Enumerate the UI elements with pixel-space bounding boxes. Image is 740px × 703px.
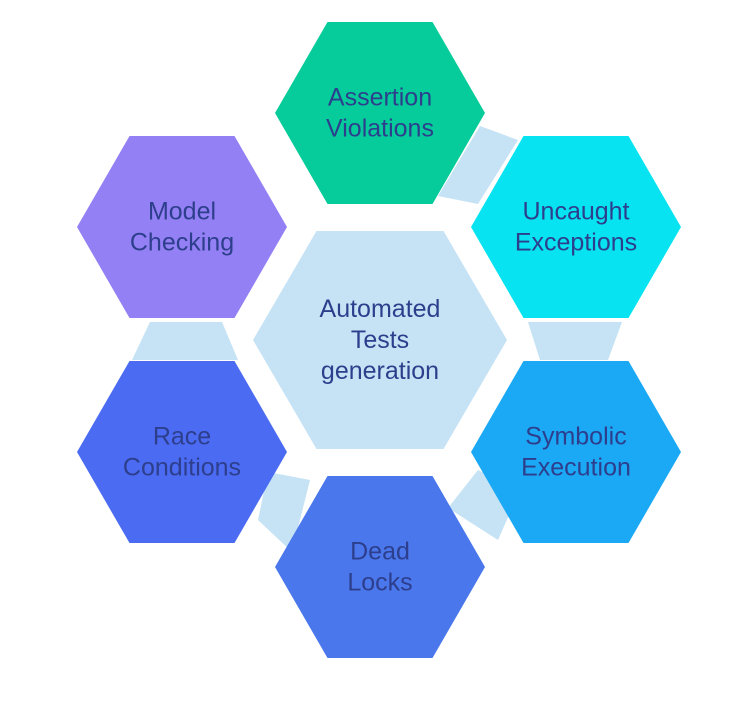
symbolic-execution-hexagon [471,361,681,543]
assertion-violations-label-line-2: Violations [326,115,434,143]
center-hexagon [253,231,507,449]
connector-band-2 [528,322,622,360]
center-label-line-3: generation [321,357,439,385]
race-conditions-label-line-2: Conditions [123,454,241,482]
uncaught-exceptions-label-line-2: Exceptions [515,229,637,257]
dead-locks-label-line-2: Locks [347,569,412,597]
dead-locks-hexagon [275,476,485,658]
symbolic-execution-label-line-2: Execution [521,454,631,482]
dead-locks-label-line-1: Dead [350,538,410,566]
assertion-violations-label-line-1: Assertion [328,84,432,112]
model-checking-hexagon [77,136,287,318]
connector-band-5 [132,322,238,360]
model-checking-label-line-2: Checking [130,229,234,257]
model-checking-label-line-1: Model [148,198,216,226]
connector-band-1 [438,126,518,204]
uncaught-exceptions-hexagon [471,136,681,318]
center-label-line-2: Tests [351,326,409,354]
symbolic-execution-label-line-1: Symbolic [525,423,626,451]
center-label-line-1: Automated [320,295,441,323]
assertion-violations-hexagon [275,22,485,204]
race-conditions-hexagon [77,361,287,543]
race-conditions-label-line-1: Race [153,423,211,451]
uncaught-exceptions-label-line-1: Uncaught [522,198,629,226]
